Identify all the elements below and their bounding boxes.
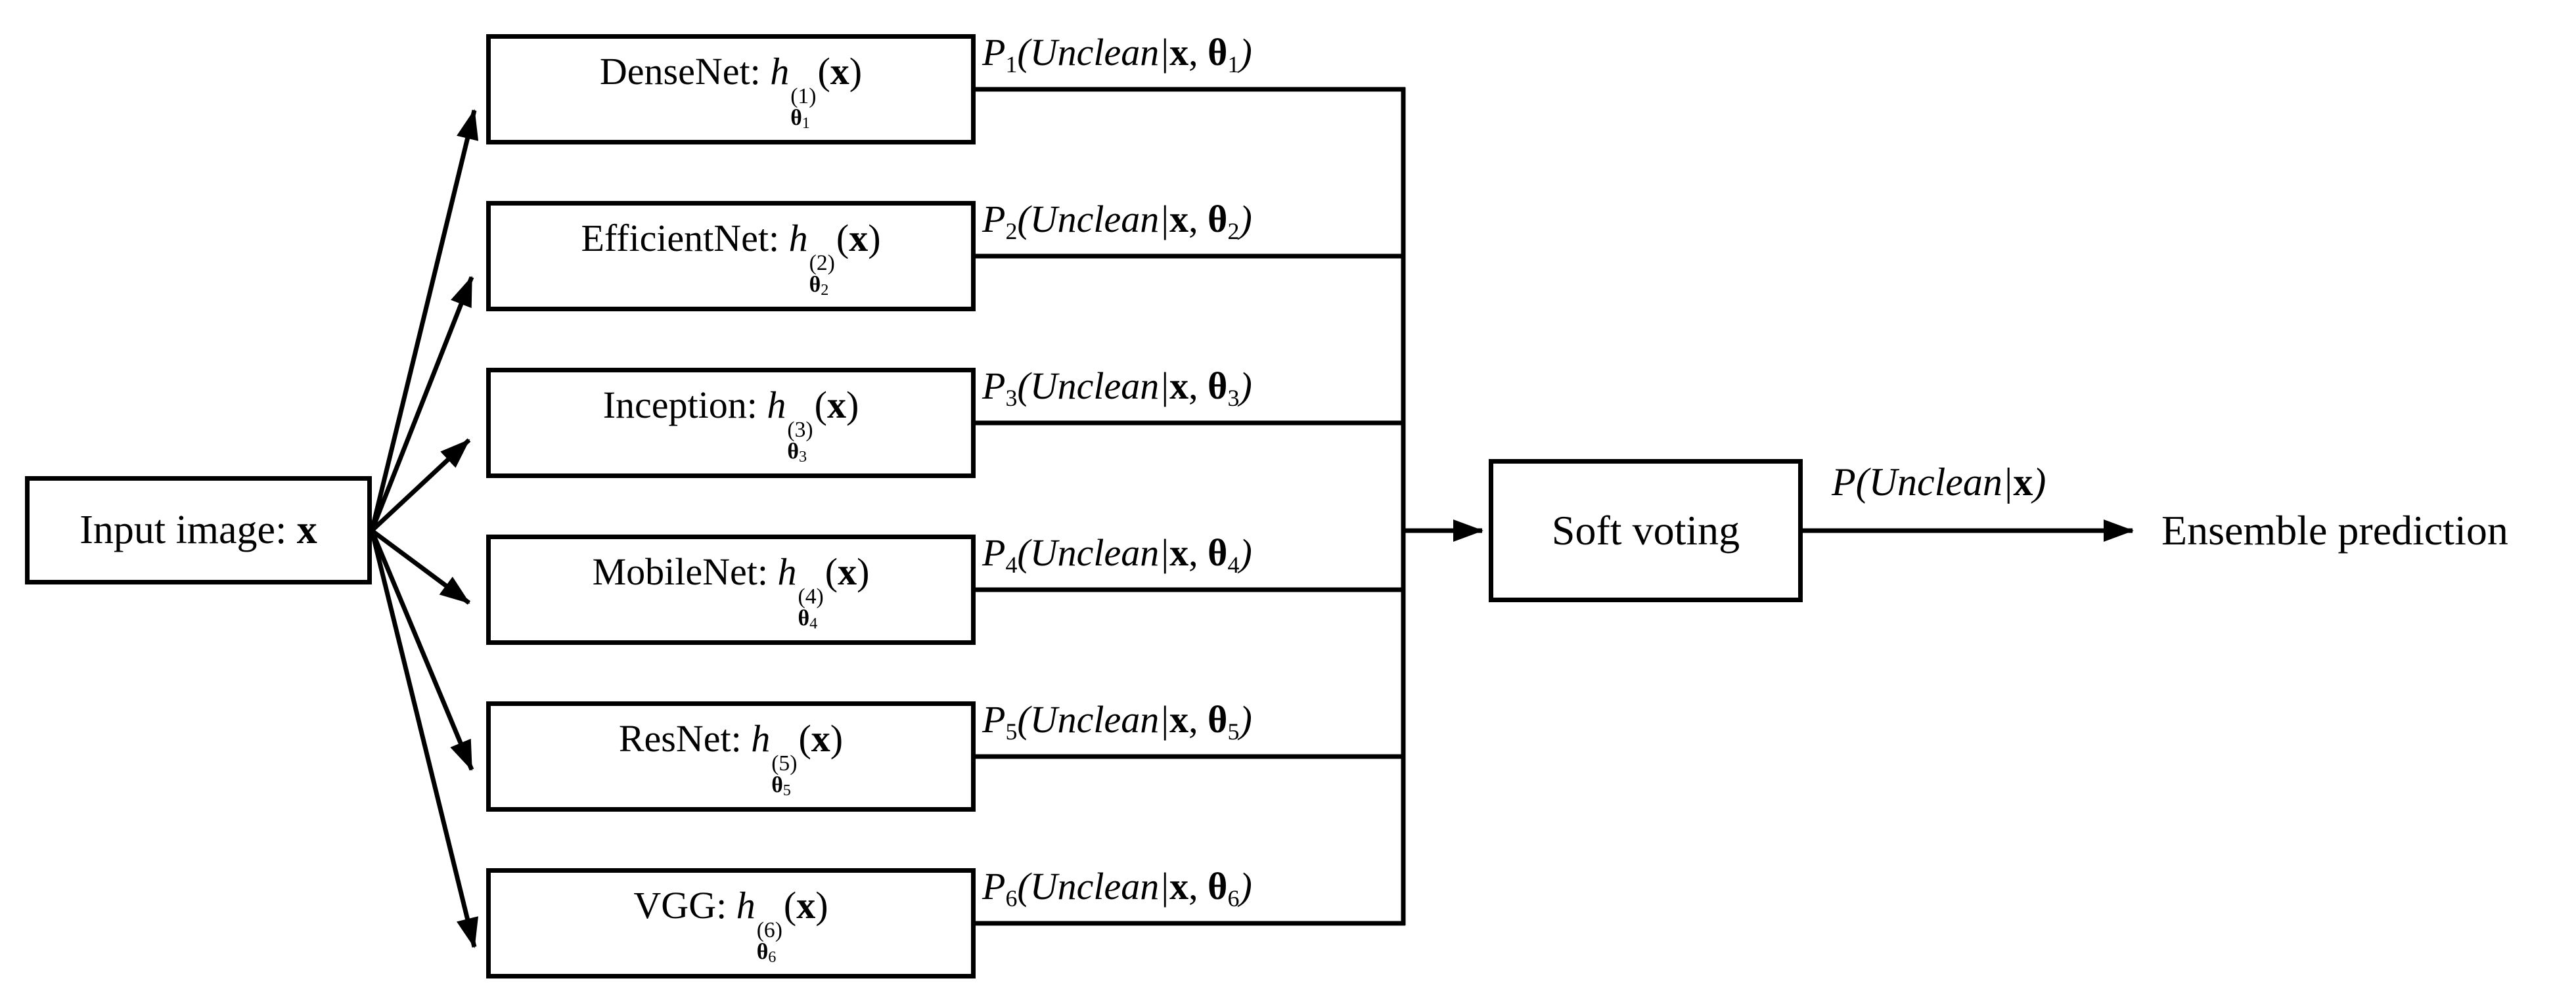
model-label: ResNet: h(5)θ5(x) [618, 717, 844, 800]
model-box-inception: Inception: h(3)θ3(x) [486, 368, 976, 478]
model-label: EfficientNet: h(2)θ2(x) [581, 217, 881, 299]
soft-voting-box: Soft voting [1489, 459, 1803, 602]
prob-label-6: P6(Unclean|x, θ6) [982, 865, 1252, 912]
model-label: MobileNet: h(4)θ4(x) [592, 550, 870, 633]
model-box-resnet: ResNet: h(5)θ5(x) [486, 701, 976, 812]
model-box-efficientnet: EfficientNet: h(2)θ2(x) [486, 201, 976, 311]
model-box-densenet: DenseNet: h(1)θ1(x) [486, 34, 976, 144]
fan-arrow-mobilenet [370, 529, 471, 605]
fan-arrow-vgg [369, 530, 478, 948]
model-box-vgg: VGG: h(6)θ6(x) [486, 868, 976, 978]
prob-label-5: P5(Unclean|x, θ5) [982, 698, 1252, 745]
prob-label-2: P2(Unclean|x, θ2) [982, 198, 1252, 244]
model-label: Inception: h(3)θ3(x) [602, 384, 859, 466]
model-label: DenseNet: h(1)θ1(x) [599, 50, 863, 133]
model-label: VGG: h(6)θ6(x) [633, 884, 828, 967]
ensemble-prediction-label: Ensemble prediction [2161, 507, 2508, 554]
soft-voting-label: Soft voting [1551, 507, 1740, 554]
prob-label-3: P3(Unclean|x, θ3) [982, 364, 1252, 411]
final-prob-label: P(Unclean|x) [1832, 460, 2046, 504]
fan-arrow-efficientnet [369, 276, 474, 532]
input-image-label: Input image: x [79, 508, 317, 552]
model-box-mobilenet: MobileNet: h(4)θ4(x) [486, 535, 976, 645]
fan-arrow-densenet [369, 109, 479, 531]
input-image-box: Input image: x [25, 476, 372, 584]
prob-label-1: P1(Unclean|x, θ1) [982, 31, 1252, 77]
prob-label-4: P4(Unclean|x, θ4) [982, 531, 1252, 578]
fan-arrow-inception [370, 438, 471, 533]
fan-arrow-resnet [369, 529, 474, 771]
